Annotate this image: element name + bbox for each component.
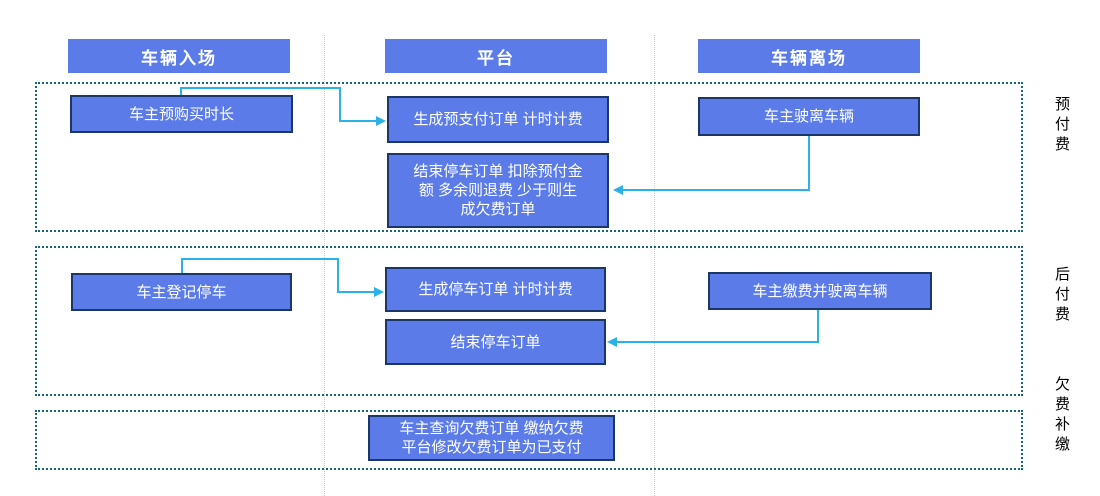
lane-label-postpaid: 后付费 xyxy=(1053,266,1070,326)
column-divider xyxy=(654,35,655,496)
lane-postpaid xyxy=(35,246,1023,396)
node-prepay-end-order: 结束停车订单 扣除预付金 额 多余则退费 少于则生 成欠费订单 xyxy=(387,153,609,228)
column-header-vehicle-entry: 车辆入场 xyxy=(68,39,290,73)
lane-label-arrears: 欠费补缴 xyxy=(1053,376,1070,456)
node-postpay-owner-register: 车主登记停车 xyxy=(71,273,292,311)
column-header-vehicle-exit: 车辆离场 xyxy=(698,39,920,73)
column-header-platform: 平台 xyxy=(385,39,607,73)
node-prepay-owner-buy-duration: 车主预购买时长 xyxy=(70,95,293,133)
node-prepay-owner-leave: 车主驶离车辆 xyxy=(698,97,920,136)
node-prepay-create-order: 生成预支付订单 计时计费 xyxy=(387,96,609,143)
lane-prepaid xyxy=(35,82,1023,232)
node-postpay-end-order: 结束停车订单 xyxy=(385,319,606,365)
node-postpay-create-order: 生成停车订单 计时计费 xyxy=(385,267,606,312)
node-postpay-owner-pay-leave: 车主缴费并驶离车辆 xyxy=(708,272,932,310)
lane-label-prepaid: 预付费 xyxy=(1053,96,1070,156)
lane-arrears xyxy=(35,410,1023,470)
node-arrears-query-and-pay: 车主查询欠费订单 缴纳欠费 平台修改欠费订单为已支付 xyxy=(368,415,615,461)
